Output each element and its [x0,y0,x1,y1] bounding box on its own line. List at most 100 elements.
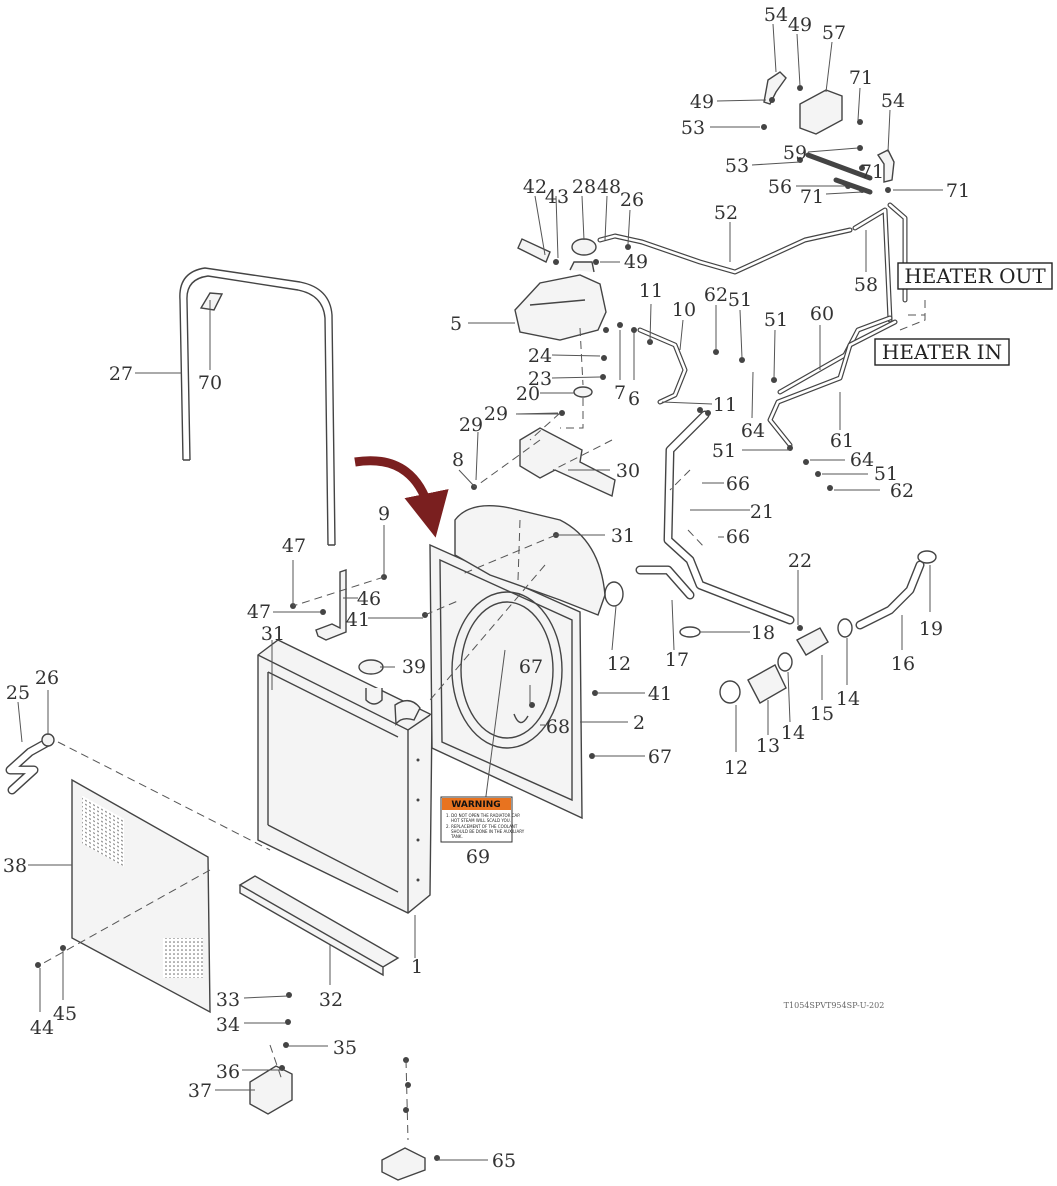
seal-strip-part-27 [179,267,336,546]
callout-20: 20 [516,383,540,405]
callout-54: 54 [764,4,788,26]
callout-33: 33 [216,989,240,1011]
callout-59: 59 [783,142,807,164]
bracket-part-30 [519,427,616,498]
callout-41: 41 [346,609,370,631]
clamp-part-14-left [777,652,793,672]
heater-in-label: HEATER IN [874,338,1010,366]
callout-46: 46 [357,588,381,610]
clip-part-68 [513,713,529,724]
callout-25: 25 [6,682,30,704]
elbow-hose-part-17 [635,565,695,600]
callout-67: 67 [648,746,672,768]
callout-35: 35 [333,1037,357,1059]
callout-53: 53 [725,155,749,177]
radiator-hose-part-16 [855,560,925,630]
warning-line-2b: SHOULD BE DONE IN THE AUXILIARY [451,829,525,834]
callout-21: 21 [750,501,774,523]
clamp-part-19 [917,550,937,564]
callout-42: 42 [523,176,547,198]
hose-part-10 [637,327,688,405]
clamp-part-12-upper [604,581,624,607]
callout-7: 7 [614,382,626,404]
assembly-direction-arrow [354,456,449,538]
warning-decal-part-69: WARNING 1. DO NOT OPEN THE RADIATOR CAP.… [440,796,525,843]
tube-part-59 [805,152,873,181]
callout-49: 49 [624,251,648,273]
callout-47: 47 [247,601,271,623]
callout-36: 36 [216,1061,240,1083]
mount-bracket-part-37 [249,1065,293,1115]
callout-24: 24 [528,345,552,367]
callout-32: 32 [319,989,343,1011]
callout-19: 19 [919,618,943,640]
hose-part-25 [5,737,53,795]
tank-cap-part-28 [571,238,597,256]
callout-22: 22 [788,550,812,572]
coolant-pipe-part-21 [663,410,795,625]
callout-38: 38 [3,855,27,877]
callout-28: 28 [572,176,596,198]
callout-26: 26 [35,667,59,689]
guard-screen-part-38 [71,778,211,1014]
callout-60: 60 [810,303,834,325]
warning-line-2c: TANK. [450,834,463,839]
assembly-lines [39,300,926,1141]
connector-part-13 [747,664,787,704]
hose-part-42 [517,238,551,263]
callout-18: 18 [751,622,775,644]
warning-line-1: 1. DO NOT OPEN THE RADIATOR CAP. [446,813,520,818]
callout-12: 12 [724,757,748,779]
heater-out-text: HEATER OUT [904,264,1046,288]
callout-16: 16 [891,653,915,675]
leader-lines [17,23,943,1161]
callout-6: 6 [628,388,640,410]
heater-out-label: HEATER OUT [897,262,1053,290]
callout-47: 47 [282,535,306,557]
callout-54: 54 [881,90,905,112]
callout-51: 51 [764,309,788,331]
callout-15: 15 [810,703,834,725]
warning-line-2: 2. REPLACEMENT OF THE COOLANT [446,824,518,829]
callout-61: 61 [830,430,854,452]
callout-9: 9 [378,503,390,525]
callout-39: 39 [402,656,426,678]
callout-31: 31 [261,623,285,645]
callout-37: 37 [188,1080,212,1102]
callout-49: 49 [690,91,714,113]
callout-29: 29 [484,403,508,425]
clamp-part-14-right [837,618,853,638]
overflow-tube-part-52 [597,227,853,275]
valve-block-part-57 [799,89,843,135]
reservoir-tank-part-5 [514,261,607,341]
callout-64: 64 [741,420,765,442]
callout-48: 48 [597,176,621,198]
heater-in-text: HEATER IN [882,340,1002,364]
callout-11: 11 [713,394,737,416]
callout-14: 14 [836,688,860,710]
callout-10: 10 [672,299,696,321]
bracket-part-46 [315,569,347,641]
fasteners [35,85,891,1161]
callout-8: 8 [452,449,464,471]
connector-part-15 [796,627,829,656]
callout-65: 65 [492,1150,516,1172]
elbow-part-54-top [763,71,787,105]
callout-69: 69 [466,846,490,868]
callout-71: 71 [946,180,970,202]
callout-56: 56 [768,176,792,198]
callouts: 54 49 57 71 54 49 53 59 53 71 56 71 71 5… [3,4,970,1172]
callout-51: 51 [728,289,752,311]
callout-49: 49 [788,14,812,36]
callout-11: 11 [639,280,663,302]
clamp-part-26 [41,733,55,747]
callout-2: 2 [633,712,645,734]
callout-43: 43 [545,186,569,208]
callout-30: 30 [616,460,640,482]
callout-58: 58 [854,274,878,296]
radiator-part-1 [257,639,433,914]
callout-27: 27 [109,363,133,385]
callout-44: 44 [30,1017,54,1039]
